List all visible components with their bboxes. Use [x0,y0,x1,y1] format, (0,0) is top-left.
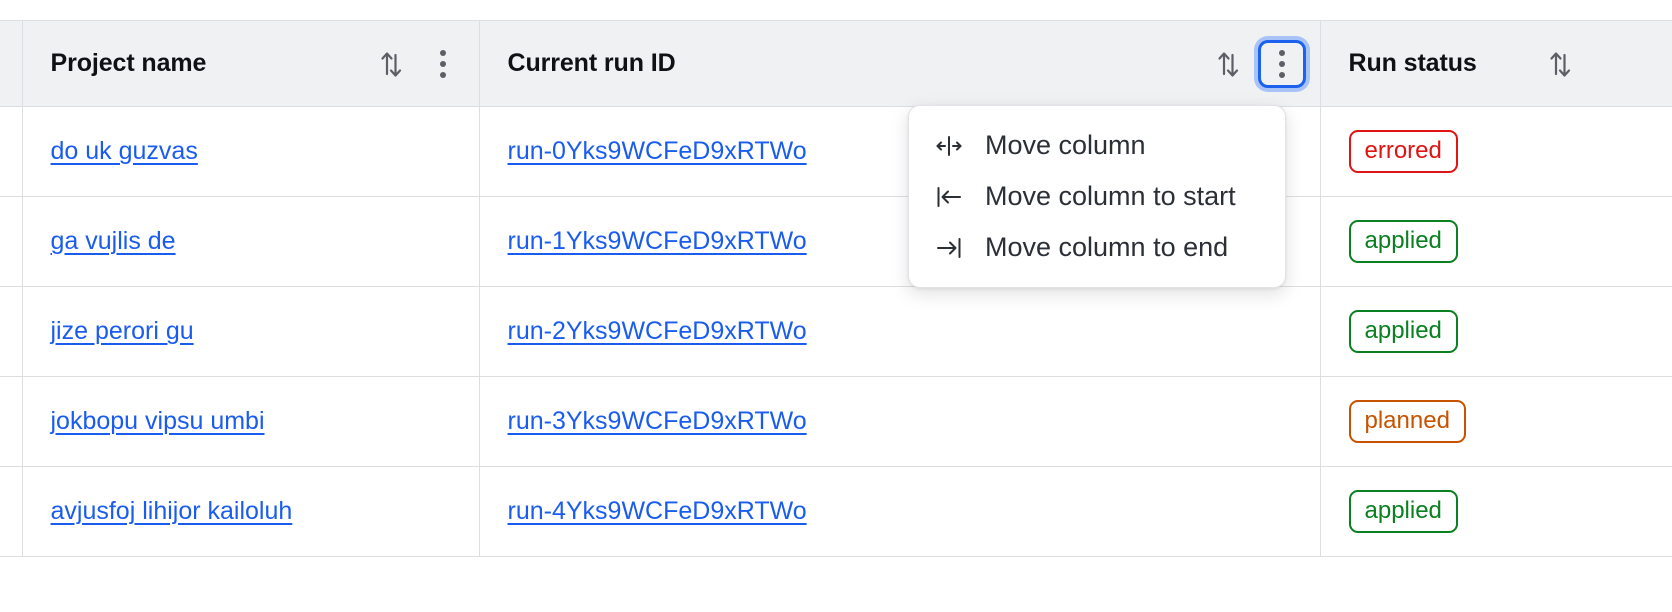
run-id-link[interactable]: run-3Yks9WCFeD9xRTWo [507,407,807,435]
column-header-tools-status [1538,42,1582,86]
project-link[interactable]: avjusfoj lihijor kailoluh [50,497,293,525]
cell-project: ga vujlis de [22,196,480,287]
status-badge: planned [1348,399,1466,444]
project-link[interactable]: ga vujlis de [50,227,176,255]
cell-runid: run-3Yks9WCFeD9xRTWo [479,376,1321,467]
cell-status: errored [1320,106,1672,197]
status-badge: errored [1348,129,1458,174]
column-header-tools-runid [1206,39,1306,88]
menu-item-move-column-to-start[interactable]: Move column to start [909,171,1285,222]
header-gutter [0,20,23,107]
menu-item-label: Move column [985,130,1146,160]
table-body: do uk guzvas run-0Yks9WCFeD9xRTWo errore… [0,106,1672,557]
table-row: do uk guzvas run-0Yks9WCFeD9xRTWo errore… [0,106,1672,197]
status-badge: applied [1348,219,1458,264]
kebab-icon-runid [1278,49,1285,78]
column-header-project: Project name [22,20,480,107]
column-header-label-status: Run status [1348,49,1477,77]
cell-status: planned [1320,376,1672,467]
kebab-icon-project [439,49,446,78]
cell-project: jize perori gu [22,286,480,377]
menu-item-label: Move column to end [985,232,1229,262]
row-gutter [0,286,23,377]
move-column-icon [935,132,963,160]
column-menu-button-runid[interactable] [1257,39,1306,88]
cell-project: jokbopu vipsu umbi [22,376,480,467]
sort-arrows-icon-runid[interactable] [1206,42,1250,86]
cell-project: do uk guzvas [22,106,480,197]
move-column-to-start-icon [935,183,963,211]
row-gutter [0,466,23,557]
column-header-tools-project [369,42,465,86]
table-row: jize perori gu run-2Yks9WCFeD9xRTWo appl… [0,286,1672,377]
run-id-link[interactable]: run-4Yks9WCFeD9xRTWo [507,497,807,525]
table-header: Project name [0,20,1672,107]
status-badge: applied [1348,489,1458,534]
column-menu-button-project[interactable] [421,42,465,86]
run-id-link[interactable]: run-1Yks9WCFeD9xRTWo [507,227,807,255]
menu-item-label: Move column to start [985,181,1236,211]
cell-project: avjusfoj lihijor kailoluh [22,466,480,557]
table-row: avjusfoj lihijor kailoluh run-4Yks9WCFeD… [0,466,1672,557]
column-header-label-project: Project name [50,49,207,77]
menu-item-move-column-to-end[interactable]: Move column to end [909,222,1285,273]
run-id-link[interactable]: run-0Yks9WCFeD9xRTWo [507,137,807,165]
sort-arrows-icon-status[interactable] [1538,42,1582,86]
project-link[interactable]: jize perori gu [50,317,194,345]
row-gutter [0,196,23,287]
run-id-link[interactable]: run-2Yks9WCFeD9xRTWo [507,317,807,345]
project-link[interactable]: jokbopu vipsu umbi [50,407,265,435]
column-header-label-runid: Current run ID [507,49,676,77]
move-column-to-end-icon [935,234,963,262]
status-badge: applied [1348,309,1458,354]
row-gutter [0,376,23,467]
cell-status: applied [1320,466,1672,557]
cell-runid: run-2Yks9WCFeD9xRTWo [479,286,1321,377]
column-header-status: Run status [1320,20,1672,107]
header-row: Project name [0,20,1672,107]
cell-status: applied [1320,196,1672,287]
cell-runid: run-4Yks9WCFeD9xRTWo [479,466,1321,557]
table-row: jokbopu vipsu umbi run-3Yks9WCFeD9xRTWo … [0,376,1672,467]
sort-arrows-icon-project[interactable] [369,42,413,86]
projects-table: Project name [0,20,1672,557]
column-header-runid: Current run ID [479,20,1321,107]
row-gutter [0,106,23,197]
menu-item-move-column[interactable]: Move column [909,120,1285,171]
table-row: ga vujlis de run-1Yks9WCFeD9xRTWo applie… [0,196,1672,287]
cell-status: applied [1320,286,1672,377]
project-link[interactable]: do uk guzvas [50,137,198,165]
column-context-menu: Move column Move column to start [908,105,1286,288]
